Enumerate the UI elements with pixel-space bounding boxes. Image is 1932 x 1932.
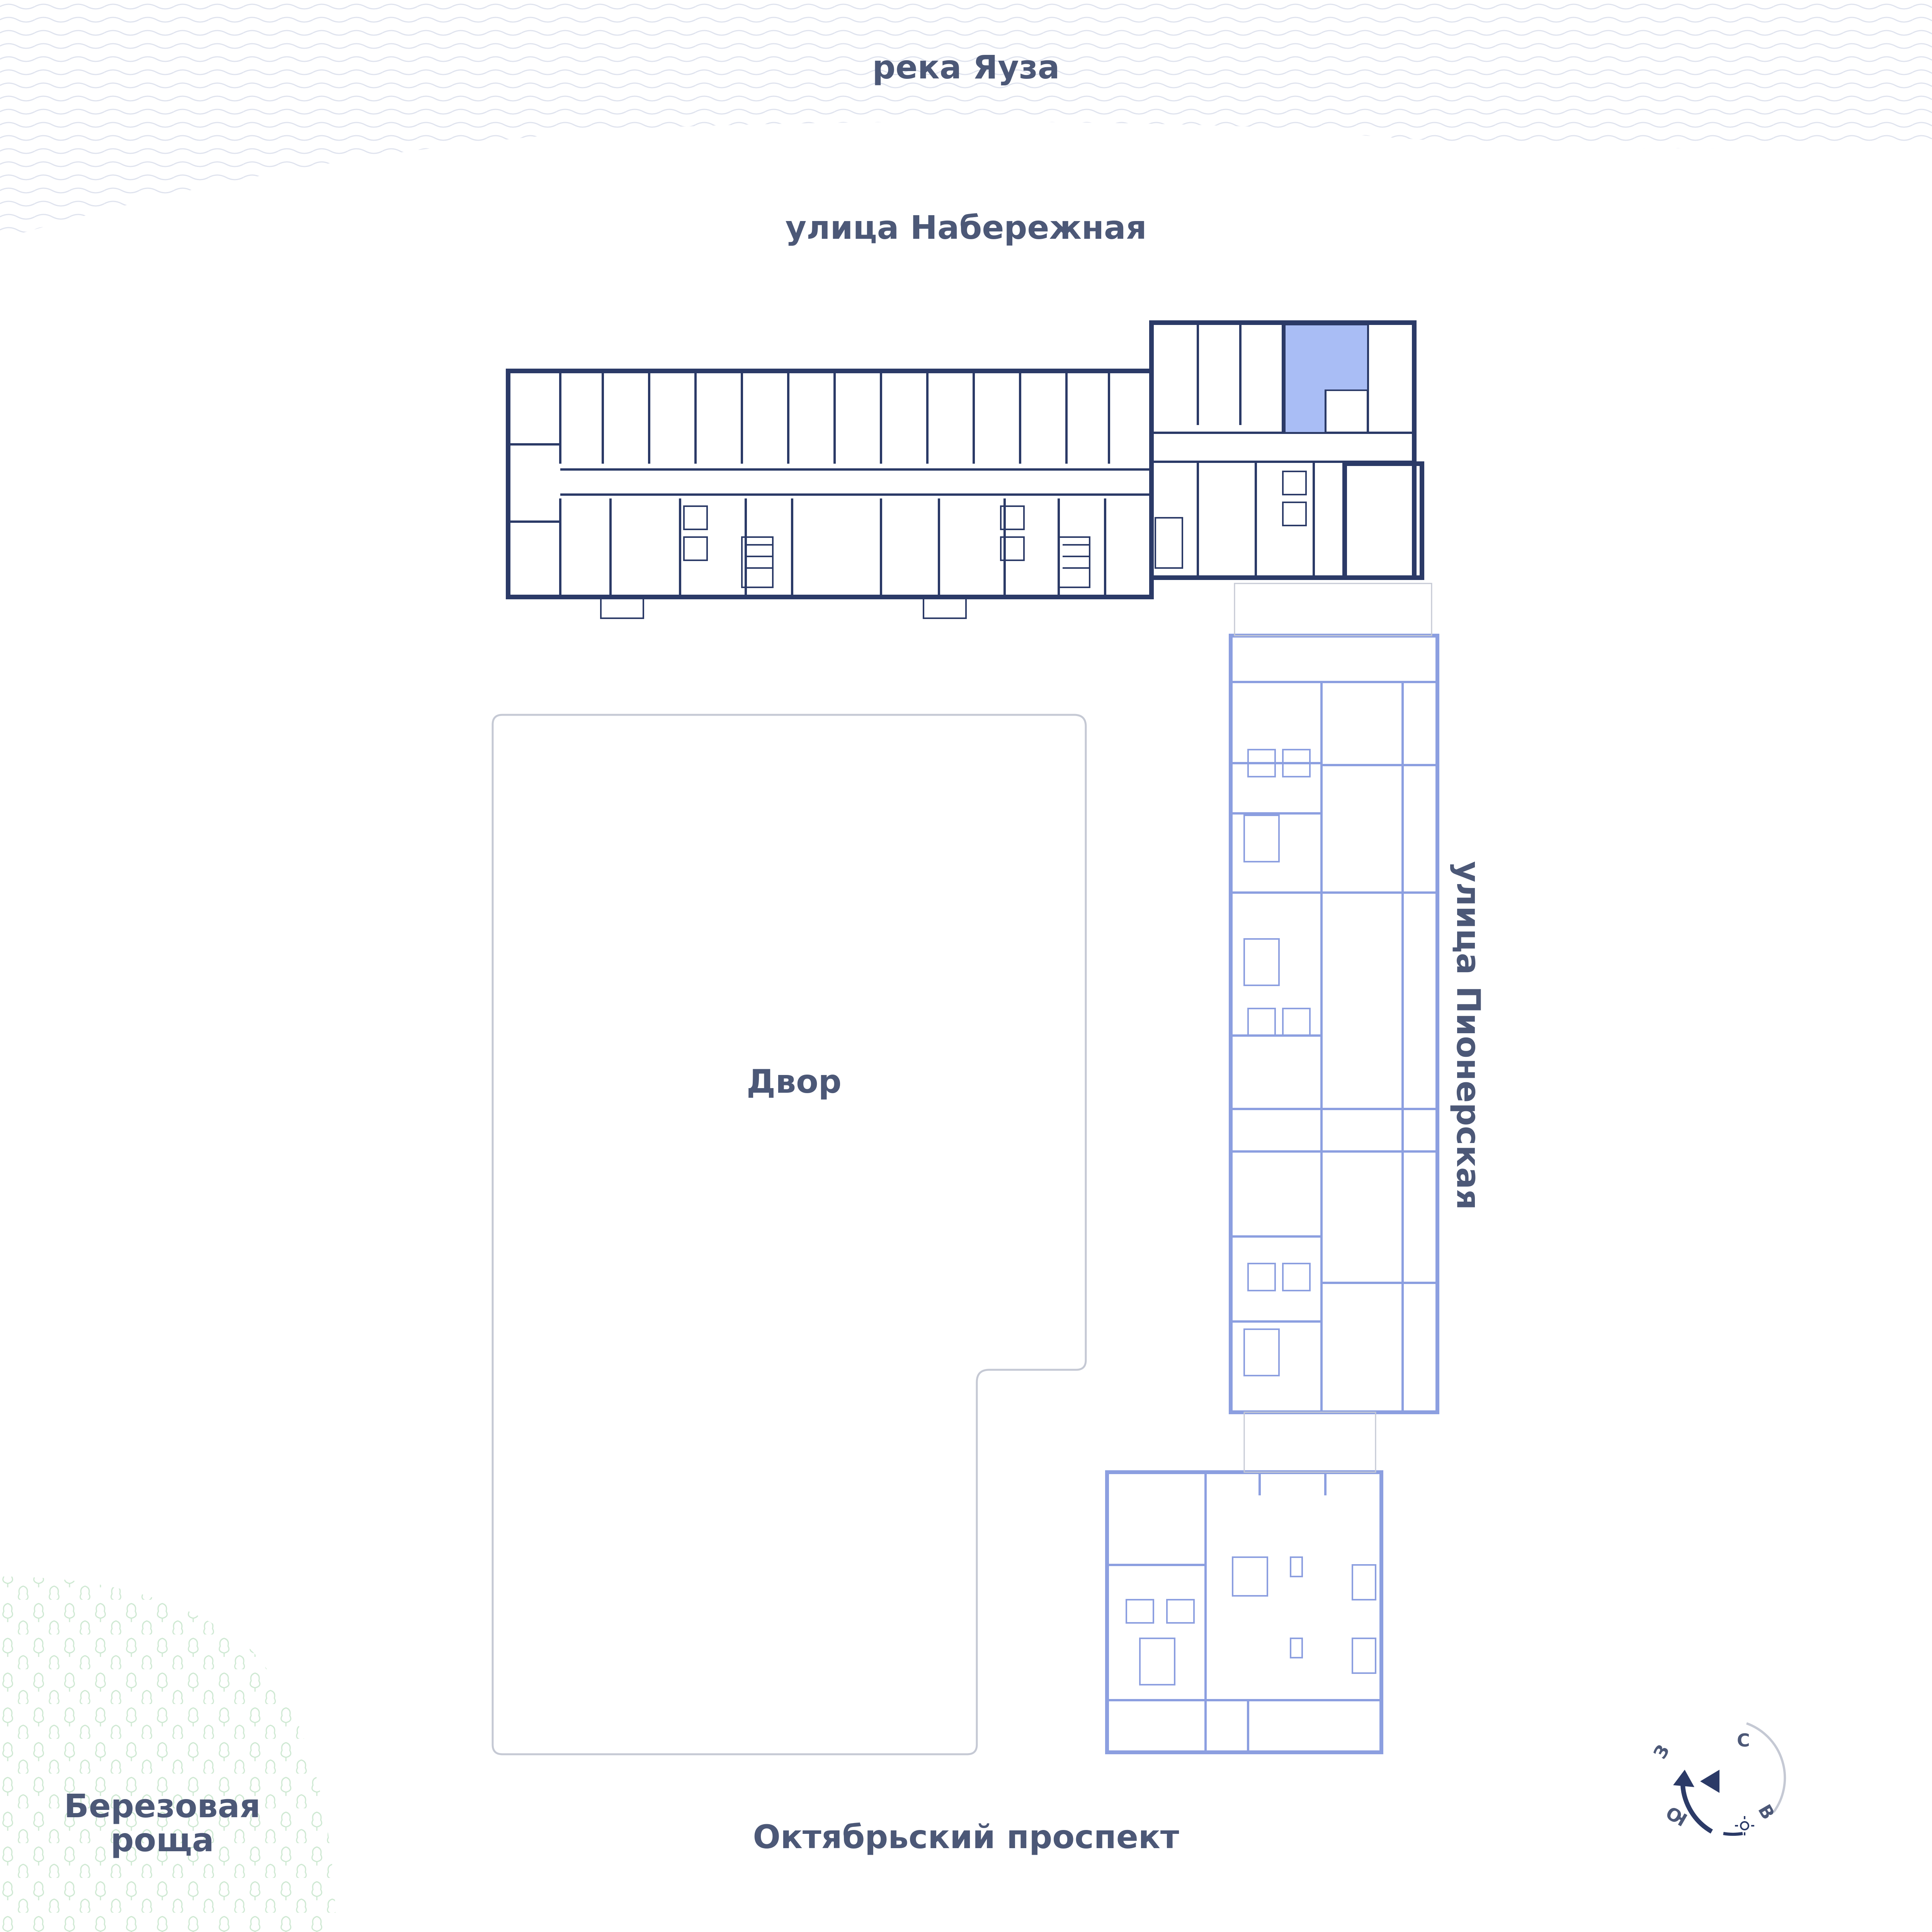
river-water-pattern: [0, 0, 1932, 240]
birch-grove-label: Березовая роща: [64, 1789, 260, 1857]
compass-icon: [1673, 1722, 1786, 1836]
yard-label: Двор: [747, 1063, 842, 1100]
yard-outline: [492, 714, 1087, 1755]
embankment-street-label: улица Набережная: [785, 209, 1147, 247]
pioneer-street-label: улица Пионерская: [1449, 861, 1488, 1210]
selected-apartment[interactable]: [1284, 324, 1369, 434]
compass-east: В: [1754, 1801, 1779, 1823]
river-label: река Яуза: [872, 48, 1060, 86]
birch-grove-tree-pattern: [0, 1577, 336, 1932]
east-building: [1229, 583, 1439, 1414]
compass-north: С: [1737, 1730, 1750, 1751]
south-east-building: [1105, 1412, 1383, 1754]
october-avenue-label: Октябрьский проспект: [753, 1818, 1179, 1856]
birch-grove-line2: роща: [111, 1821, 214, 1859]
north-building-west-wing: [506, 369, 1154, 619]
birch-grove-line1: Березовая: [64, 1787, 261, 1825]
sun-icon: [1735, 1816, 1754, 1835]
compass-west: З: [1649, 1741, 1673, 1762]
